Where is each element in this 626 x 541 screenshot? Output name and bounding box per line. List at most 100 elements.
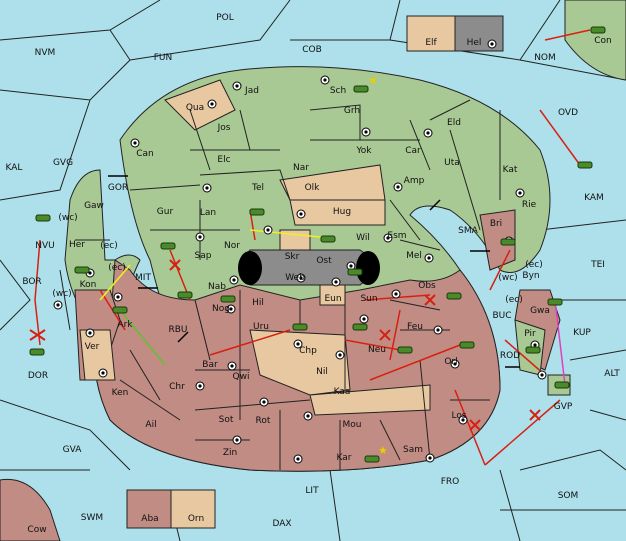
land-label: Car	[405, 146, 421, 156]
region-mou[interactable]	[309, 384, 431, 416]
land-label: Eld	[447, 118, 461, 128]
supply-center-dot	[306, 414, 310, 418]
tank-icon[interactable]	[500, 238, 516, 246]
coast-marker: (ec)	[505, 295, 523, 305]
sea-label: SOM	[558, 491, 579, 501]
supply-center-dot	[394, 292, 398, 296]
sea-label: TEI	[590, 260, 605, 270]
land-label: Elf	[425, 38, 437, 48]
tank-icon[interactable]	[459, 341, 475, 349]
sea-label: RBU	[168, 325, 187, 335]
tank-icon[interactable]	[249, 208, 265, 216]
tank-icon[interactable]	[554, 381, 570, 389]
land-label: Chp	[299, 346, 317, 356]
region-elf[interactable]	[406, 15, 456, 52]
supply-center-dot	[235, 438, 239, 442]
land-label: Lan	[200, 208, 216, 218]
sea-label: GVG	[53, 158, 73, 168]
region-chp-nil[interactable]	[249, 329, 351, 396]
land-label: Nar	[293, 163, 309, 173]
supply-center-dot	[210, 102, 214, 106]
land-label: Nil	[316, 367, 328, 377]
land-label: Wil	[356, 233, 370, 243]
sea-label: NVU	[35, 241, 54, 251]
land-label: Mel	[406, 251, 422, 261]
coast-marker: (ec)	[108, 263, 126, 273]
region-hug[interactable]	[289, 199, 386, 226]
sea-label: BUC	[492, 311, 511, 321]
tank-icon[interactable]	[446, 292, 462, 300]
sea-label: COB	[302, 45, 322, 55]
land-label: Qwi	[233, 372, 250, 382]
army-units: ★★	[29, 26, 606, 463]
pink-arrow	[554, 299, 566, 386]
region-qua[interactable]	[164, 79, 236, 131]
coast-marker: (wc)	[498, 273, 517, 283]
sea-label: ALT	[604, 369, 620, 379]
tank-icon[interactable]	[353, 85, 369, 93]
sea-label: LIT	[305, 486, 319, 496]
land-label: Obs	[418, 281, 436, 291]
land-label: Esm	[387, 231, 406, 241]
supply-center-dot	[266, 228, 270, 232]
tank-icon[interactable]	[397, 346, 413, 354]
sea-label: NOM	[534, 53, 556, 63]
tank-icon[interactable]	[177, 291, 193, 299]
supply-center-dot	[461, 418, 465, 422]
land-label: Gwa	[530, 306, 550, 316]
land-label: Nab	[208, 282, 226, 292]
land-label: Sun	[360, 294, 377, 304]
supply-center-dot	[205, 186, 209, 190]
land-label: Kon	[80, 280, 97, 290]
region-aba[interactable]	[126, 489, 172, 529]
supply-center-dot	[230, 364, 234, 368]
land-label: Grh	[344, 106, 360, 116]
land-label: Ail	[145, 420, 156, 430]
tank-icon[interactable]	[577, 161, 593, 169]
land-label: Amp	[404, 176, 425, 186]
sea-label: OVD	[558, 108, 578, 118]
tank-icon[interactable]	[364, 455, 380, 463]
tank-icon[interactable]	[320, 235, 336, 243]
passage-arrows	[108, 175, 520, 368]
supply-center-dot	[533, 343, 537, 347]
region-cow[interactable]	[0, 478, 61, 541]
tank-icon[interactable]	[352, 323, 368, 331]
sea-label: KAM	[584, 193, 604, 203]
tank-icon[interactable]	[29, 348, 45, 356]
land-label: Sap	[195, 251, 212, 261]
supply-center-dot	[232, 278, 236, 282]
tank-icon[interactable]	[220, 295, 236, 303]
tank-icon[interactable]	[590, 26, 606, 34]
supply-center-dot	[490, 42, 494, 46]
tank-icon[interactable]	[74, 266, 90, 274]
supply-center-dot	[540, 373, 544, 377]
supply-center-dot	[229, 307, 233, 311]
supply-center-dot	[349, 264, 353, 268]
land-label: Jad	[244, 86, 259, 96]
tank-icon[interactable]	[547, 298, 563, 306]
supply-center-dot	[334, 280, 338, 284]
supply-center-dot	[518, 191, 522, 195]
land-label: Olk	[305, 183, 321, 193]
tank-icon[interactable]	[347, 268, 363, 276]
supply-center-dot	[426, 131, 430, 135]
land-label: Uru	[253, 322, 269, 332]
region-orn[interactable]	[170, 489, 216, 529]
coast-marker: (ec)	[525, 260, 543, 270]
tank-icon[interactable]	[112, 306, 128, 314]
land-label: Hel	[467, 38, 482, 48]
tunnel-east	[356, 251, 380, 285]
land-label: Jos	[217, 123, 231, 133]
land-label: Bri	[490, 219, 502, 229]
tank-icon[interactable]	[35, 214, 51, 222]
sea-label: FUN	[154, 53, 173, 63]
land-label: Her	[69, 240, 85, 250]
land-label: Uta	[444, 158, 460, 168]
region-ver[interactable]	[79, 329, 116, 381]
tank-icon[interactable]	[292, 323, 308, 331]
land-label: Mou	[343, 420, 362, 430]
tank-icon[interactable]	[160, 242, 176, 250]
tank-icon[interactable]	[525, 346, 541, 354]
